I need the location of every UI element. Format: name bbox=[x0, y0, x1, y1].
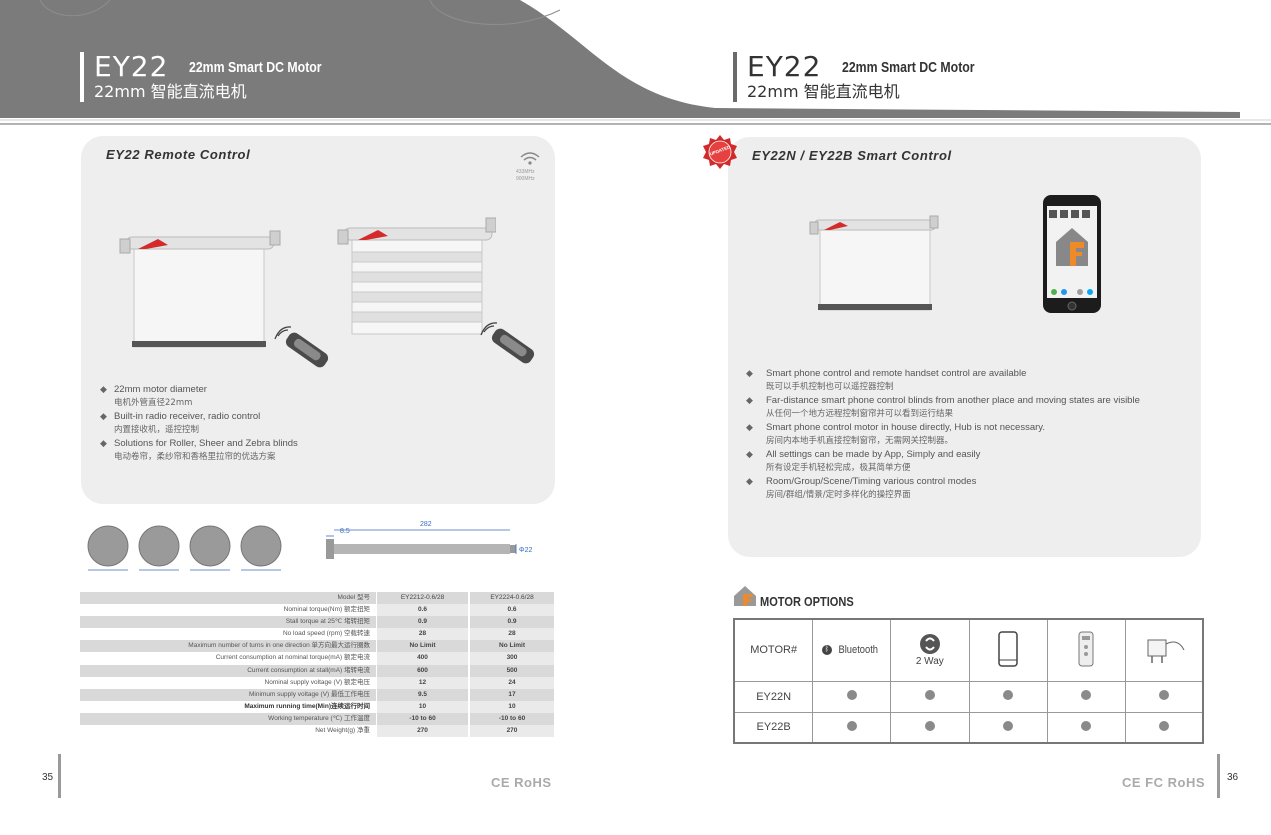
feature-item: Room/Group/Scene/Timing various control … bbox=[746, 475, 1196, 502]
model-cell: EY22B bbox=[733, 711, 814, 744]
available-dot bbox=[846, 720, 857, 731]
available-dot bbox=[924, 720, 935, 731]
bluetooth-icon: ᛒ bbox=[821, 645, 832, 656]
dimension-offset: 8.5 bbox=[340, 528, 350, 535]
header-subtitle-cn: 22mm 智能直流电机 bbox=[747, 82, 900, 101]
remote-handset-icon bbox=[274, 326, 329, 368]
footer-divider bbox=[1217, 754, 1220, 798]
spec-row: Maximum number of turns in one direction… bbox=[80, 640, 554, 653]
feature-item: Far-distance smart phone control blinds … bbox=[746, 394, 1196, 421]
footer-divider bbox=[58, 754, 61, 798]
spec-table: Model 型号 EY2212-0.6/28 EY2224-0.6/28 Nom… bbox=[80, 592, 554, 738]
header-model: EY22 bbox=[747, 50, 822, 83]
header-subtitle: 22mm Smart DC Motor bbox=[188, 59, 322, 76]
feature-item: Built-in radio receiver, radio control内置… bbox=[100, 410, 430, 437]
available-dot bbox=[1081, 690, 1092, 700]
zebra-blind-image bbox=[337, 217, 496, 335]
dimension-diameter: Φ22 bbox=[519, 547, 533, 554]
two-way-column-header: 2 Way bbox=[890, 618, 970, 682]
smart-features-list: Smart phone control and remote handset c… bbox=[746, 367, 1196, 502]
model-cell: EY22N bbox=[733, 680, 814, 713]
motor-column-header: MOTOR# bbox=[733, 618, 814, 682]
roller-blind-image bbox=[119, 230, 281, 348]
remote-icon bbox=[1078, 631, 1094, 667]
header-left: EY22 22mm Smart DC Motor 22mm 智能直流电机 bbox=[80, 52, 351, 102]
wifi-icon bbox=[520, 152, 540, 165]
available-dot bbox=[1081, 720, 1092, 731]
motor-options-table: MOTOR# ᛒ Bluetooth 2 Way EY22N EY2 bbox=[733, 618, 1204, 744]
options-row: EY22B bbox=[733, 711, 1204, 744]
smart-control-title: EY22N / EY22B Smart Control bbox=[752, 148, 952, 163]
feature-item: Smart phone control motor in house direc… bbox=[746, 421, 1196, 448]
power-adapter-column-header bbox=[1124, 618, 1204, 682]
available-dot bbox=[1158, 720, 1169, 731]
certification-marks: CE RoHS bbox=[491, 775, 552, 790]
available-dot bbox=[1003, 690, 1014, 700]
remote-handset-icon bbox=[480, 322, 535, 364]
remote-control-title: EY22 Remote Control bbox=[106, 147, 251, 162]
smartphone-column-header bbox=[968, 618, 1049, 682]
page-number-left: 35 bbox=[42, 772, 54, 783]
smartphone-icon bbox=[998, 631, 1019, 667]
feature-item: All settings can be made by App, Simply … bbox=[746, 448, 1196, 475]
header-right: EY22 22mm Smart DC Motor 22mm 智能直流电机 bbox=[733, 52, 1004, 102]
feature-item: Solutions for Roller, Sheer and Zebra bl… bbox=[100, 437, 430, 464]
header-subtitle-cn: 22mm 智能直流电机 bbox=[94, 82, 247, 101]
power-adapter-icon bbox=[1147, 639, 1185, 663]
header-band bbox=[0, 0, 1271, 125]
page-number-right: 36 bbox=[1227, 772, 1239, 783]
spec-header-row: Model 型号 EY2212-0.6/28 EY2224-0.6/28 bbox=[80, 592, 554, 605]
header-subtitle: 22mm Smart DC Motor bbox=[841, 59, 975, 76]
feature-item: Smart phone control and remote handset c… bbox=[746, 367, 1196, 394]
options-row: EY22N bbox=[733, 680, 1204, 713]
options-header-row: MOTOR# ᛒ Bluetooth 2 Way bbox=[733, 618, 1204, 682]
motor-head-images bbox=[87, 525, 282, 571]
spec-row: Working temperature (℃) 工作温度-10 to 60-10… bbox=[80, 712, 554, 726]
available-dot bbox=[1158, 690, 1169, 700]
two-way-icon bbox=[919, 634, 940, 655]
bluetooth-column-header: ᛒ Bluetooth bbox=[812, 618, 892, 682]
dimension-length: 282 bbox=[420, 521, 432, 528]
motor-dimension-drawing bbox=[326, 529, 517, 559]
smart-blind-image bbox=[809, 215, 939, 311]
updated-badge-icon bbox=[703, 135, 737, 169]
certification-marks: CE FC RoHS bbox=[1122, 775, 1205, 790]
remote-column-header bbox=[1047, 618, 1126, 682]
spec-row: Current consumption at nominal torque(mA… bbox=[80, 652, 554, 665]
brand-logo-icon bbox=[734, 586, 756, 606]
frequency-label: 433MHz 900MHz bbox=[516, 169, 535, 182]
smartphone-app-image bbox=[1043, 195, 1101, 313]
available-dot bbox=[924, 690, 935, 700]
available-dot bbox=[1003, 720, 1014, 731]
header-model: EY22 bbox=[94, 50, 169, 83]
motor-options-title: MOTOR OPTIONS bbox=[760, 594, 854, 609]
available-dot bbox=[846, 690, 857, 700]
